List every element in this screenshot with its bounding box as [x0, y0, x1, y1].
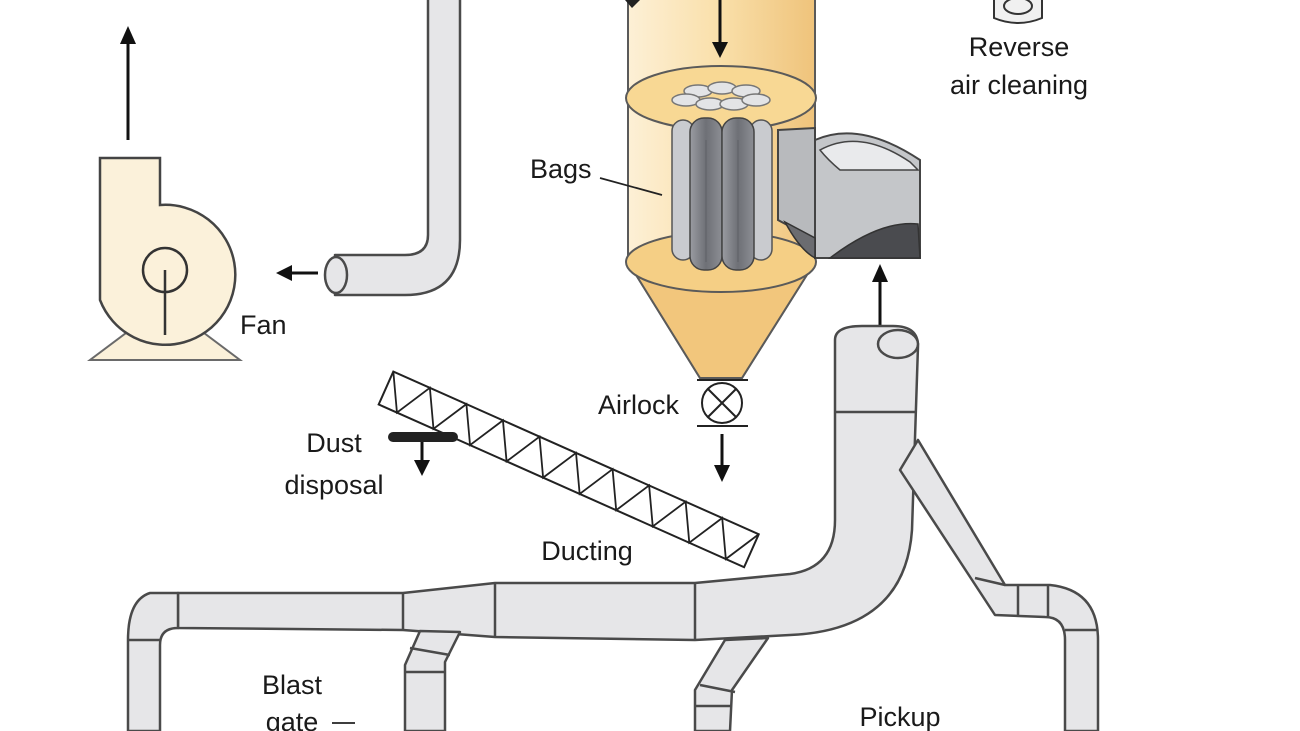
- screw-conveyor: [377, 370, 761, 569]
- damper-fragment: [625, 0, 640, 8]
- tube-sheet: [625, 65, 817, 131]
- airlock-discharge-arrow: [714, 434, 730, 482]
- clean-air-duct: [323, 0, 462, 297]
- dust-disposal-label-line2: disposal: [284, 470, 383, 500]
- dust-disposal-chute: [388, 432, 458, 476]
- reverse-air-blower-icon: [993, 0, 1043, 24]
- reverse-air-label-line1: Reverse: [969, 32, 1070, 62]
- airlock-valve: [697, 379, 748, 427]
- pickup-label: Pickup: [859, 702, 940, 731]
- fan-label: Fan: [240, 310, 287, 340]
- main-ducting: [126, 324, 1100, 731]
- inlet-transition: [777, 126, 921, 260]
- baghouse-inlet-arrow: [872, 264, 888, 330]
- bags-label: Bags: [530, 154, 592, 184]
- baghouse: [625, 0, 921, 379]
- bag-openings: [671, 81, 771, 111]
- bags-leader: [599, 177, 663, 196]
- blast-gate-label-line2: gate: [266, 707, 319, 731]
- reverse-air-label-line2: air cleaning: [950, 70, 1088, 100]
- dust-disposal-label-line1: Dust: [306, 428, 362, 458]
- fan-inlet-arrow: [276, 265, 318, 281]
- fan: [87, 26, 243, 361]
- inlet-arrow-top: [712, 0, 728, 58]
- ducting-label: Ducting: [541, 536, 633, 566]
- blast-gate-label-line1: Blast: [262, 670, 323, 700]
- airlock-label: Airlock: [598, 390, 680, 420]
- filter-bags: [671, 117, 773, 271]
- fan-exhaust-arrow: [120, 26, 136, 140]
